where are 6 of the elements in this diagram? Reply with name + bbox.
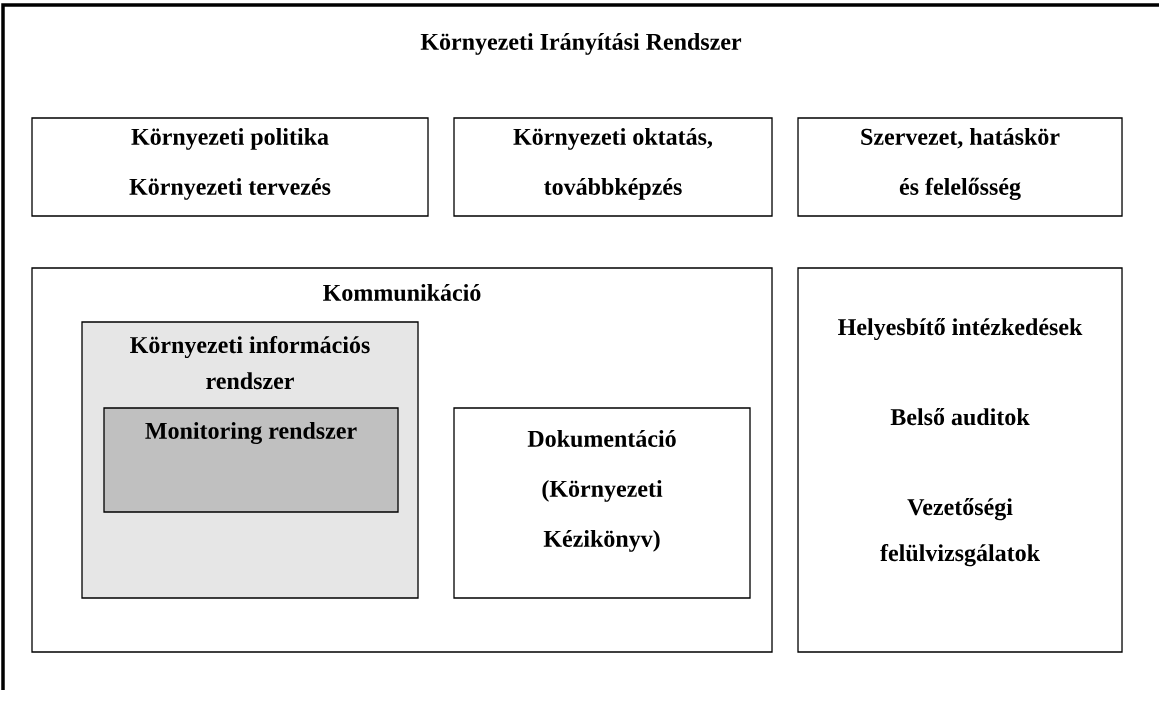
topic-box: Környezeti politika Környezeti tervezés	[31, 117, 429, 217]
topic-box: Dokumentáció (Környezeti Kézikönyv)	[453, 407, 751, 599]
topic-box: Helyesbítő intézkedések Belső auditok Vezetőségi felülvizsgálatok	[797, 267, 1123, 653]
topic-box: Szervezet, hatáskör és felelősség	[797, 117, 1123, 217]
topic-box: Monitoring rendszer	[103, 407, 399, 513]
topic-box: Környezeti oktatás, továbbképzés	[453, 117, 773, 217]
